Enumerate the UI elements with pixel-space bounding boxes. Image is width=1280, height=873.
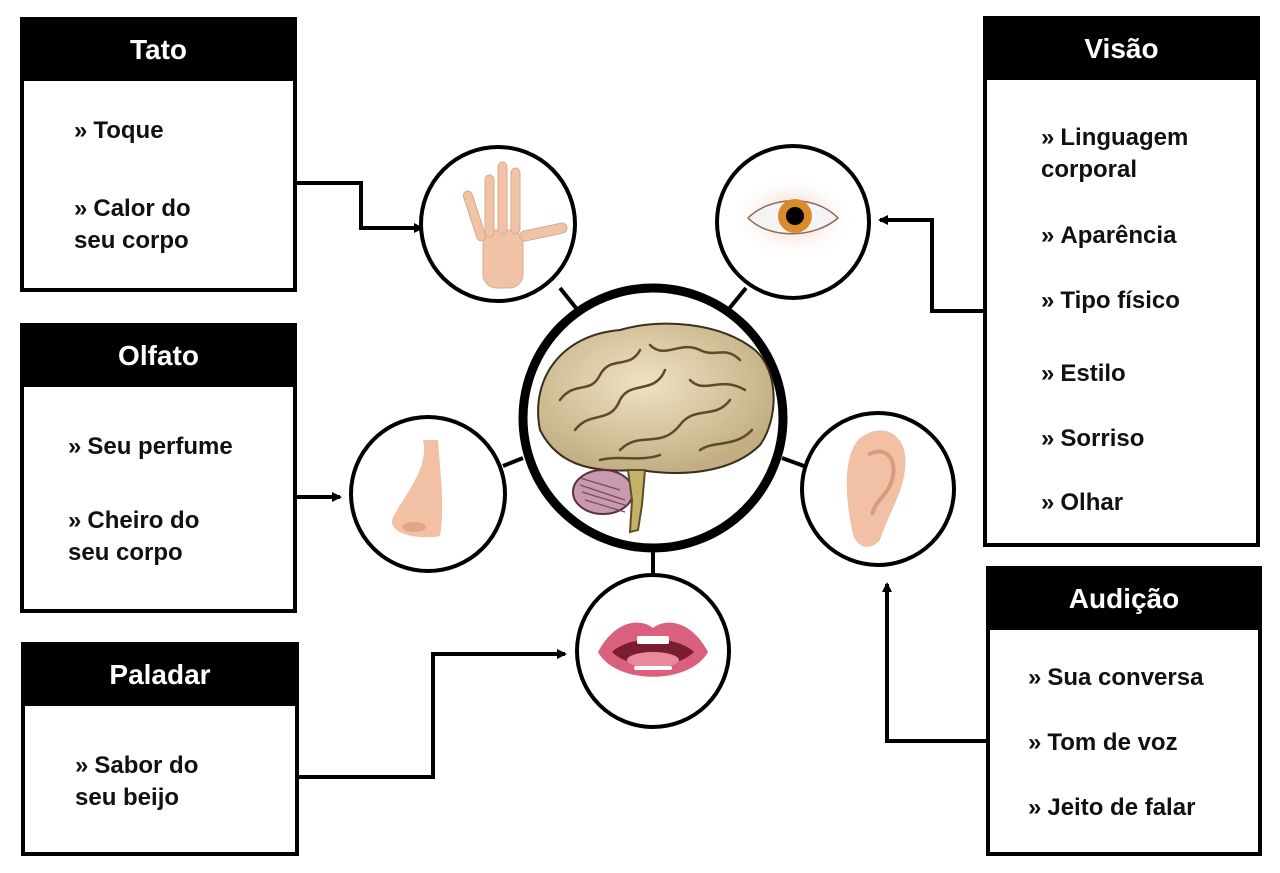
spokes — [502, 286, 805, 576]
ear-node — [800, 411, 956, 567]
visao-item: »Estilo — [1041, 360, 1126, 387]
olfato-item: »Cheiro do seu corpo — [68, 507, 200, 566]
brain-node — [518, 283, 788, 553]
hand-icon — [462, 161, 568, 289]
visao-box: Visão »Linguagem corporal »Aparência »Ti… — [983, 16, 1260, 547]
eye-node — [715, 144, 871, 300]
tato-box: Tato »Toque »Calor do seu corpo — [20, 17, 297, 292]
mouth-node — [575, 573, 731, 729]
spoke-hand — [558, 286, 578, 310]
tato-item: »Toque — [74, 117, 164, 144]
connector-paladar — [299, 649, 567, 779]
olfato-item: »Seu perfume — [68, 433, 233, 460]
visao-item: »Linguagem corporal — [1041, 124, 1189, 183]
visao-item: »Sorriso — [1041, 425, 1145, 452]
tato-title: Tato — [24, 21, 293, 81]
olfato-box: Olfato »Seu perfume »Cheiro do seu corpo — [20, 323, 297, 613]
tato-item: »Calor do seu corpo — [74, 195, 191, 254]
mouth-icon — [593, 616, 713, 688]
audicao-item: »Jeito de falar — [1028, 794, 1196, 821]
nose-icon — [391, 440, 443, 538]
visao-item: »Olhar — [1041, 489, 1124, 516]
ear-icon — [846, 430, 906, 547]
audicao-box: Audição »Sua conversa »Tom de voz »Jeito… — [986, 566, 1262, 856]
connector-tato — [297, 181, 424, 233]
audicao-item: »Sua conversa — [1028, 664, 1204, 691]
nose-node — [349, 415, 507, 573]
eye-icon — [731, 175, 855, 259]
connector-audicao — [882, 582, 986, 743]
spoke-nose — [502, 456, 524, 468]
paladar-item: »Sabor do seu beijo — [75, 752, 199, 811]
connectors — [297, 181, 986, 779]
audicao-item: »Tom de voz — [1028, 729, 1178, 756]
brain-icon — [537, 322, 775, 534]
visao-item: »Tipo físico — [1041, 287, 1180, 314]
visao-title: Visão — [987, 20, 1256, 80]
paladar-title: Paladar — [25, 646, 295, 706]
olfato-title: Olfato — [24, 327, 293, 387]
audicao-title: Audição — [990, 570, 1258, 630]
connector-visao — [878, 215, 983, 313]
spoke-ear — [781, 456, 805, 468]
hand-node — [419, 145, 577, 303]
brainstem — [626, 469, 647, 534]
paladar-box: Paladar »Sabor do seu beijo — [21, 642, 299, 856]
spoke-eye — [726, 286, 748, 312]
visao-item: »Aparência — [1041, 222, 1177, 249]
